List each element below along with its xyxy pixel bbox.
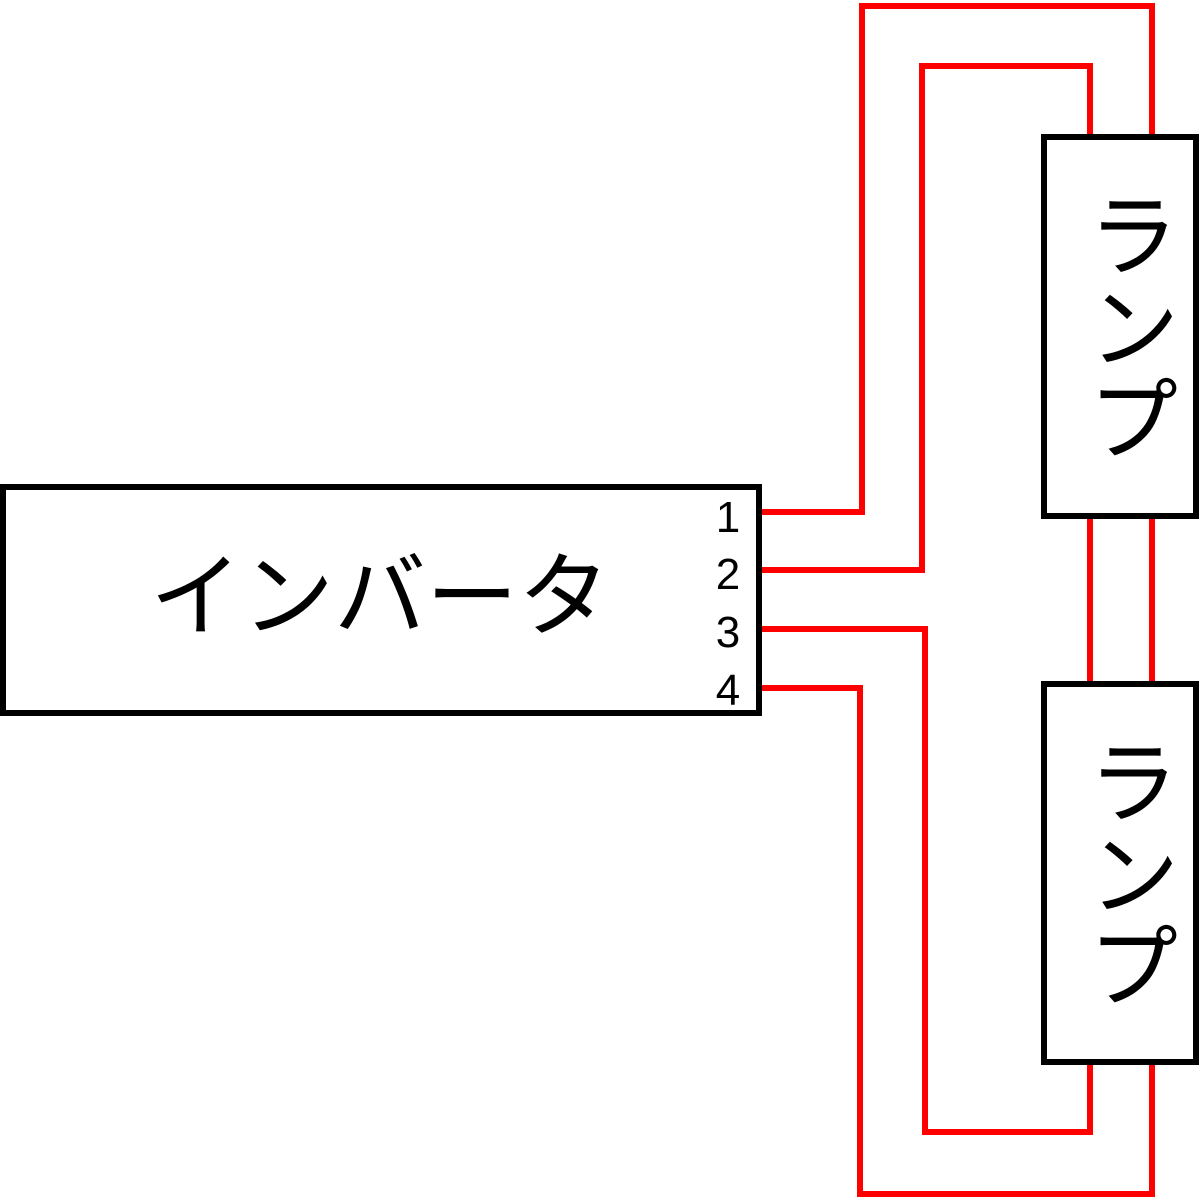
lamp-bottom-box bbox=[1041, 681, 1199, 1065]
wires bbox=[760, 3, 1155, 1197]
wire-terminal-1 bbox=[760, 3, 1155, 515]
inverter-label: インバータ bbox=[150, 543, 610, 650]
wire-terminal-3 bbox=[760, 626, 1093, 1135]
lamp-bottom: ランプ bbox=[1041, 681, 1199, 1065]
wire-terminal-4 bbox=[760, 685, 1155, 1197]
terminal-label: 3 bbox=[716, 608, 740, 657]
lamp-top-label: ランプ bbox=[1073, 188, 1180, 464]
inverter-box bbox=[0, 484, 762, 716]
wire-terminal-2 bbox=[760, 63, 1093, 573]
terminal-label: 2 bbox=[716, 550, 740, 599]
lamp-bottom-label: ランプ bbox=[1073, 735, 1180, 1011]
lamp-top-box bbox=[1041, 134, 1199, 519]
lamp-top: ランプ bbox=[1041, 134, 1199, 519]
terminal-label: 4 bbox=[716, 666, 740, 715]
terminal-label: 1 bbox=[716, 493, 740, 542]
inverter-block: インバータ 1 2 3 4 bbox=[0, 484, 762, 716]
